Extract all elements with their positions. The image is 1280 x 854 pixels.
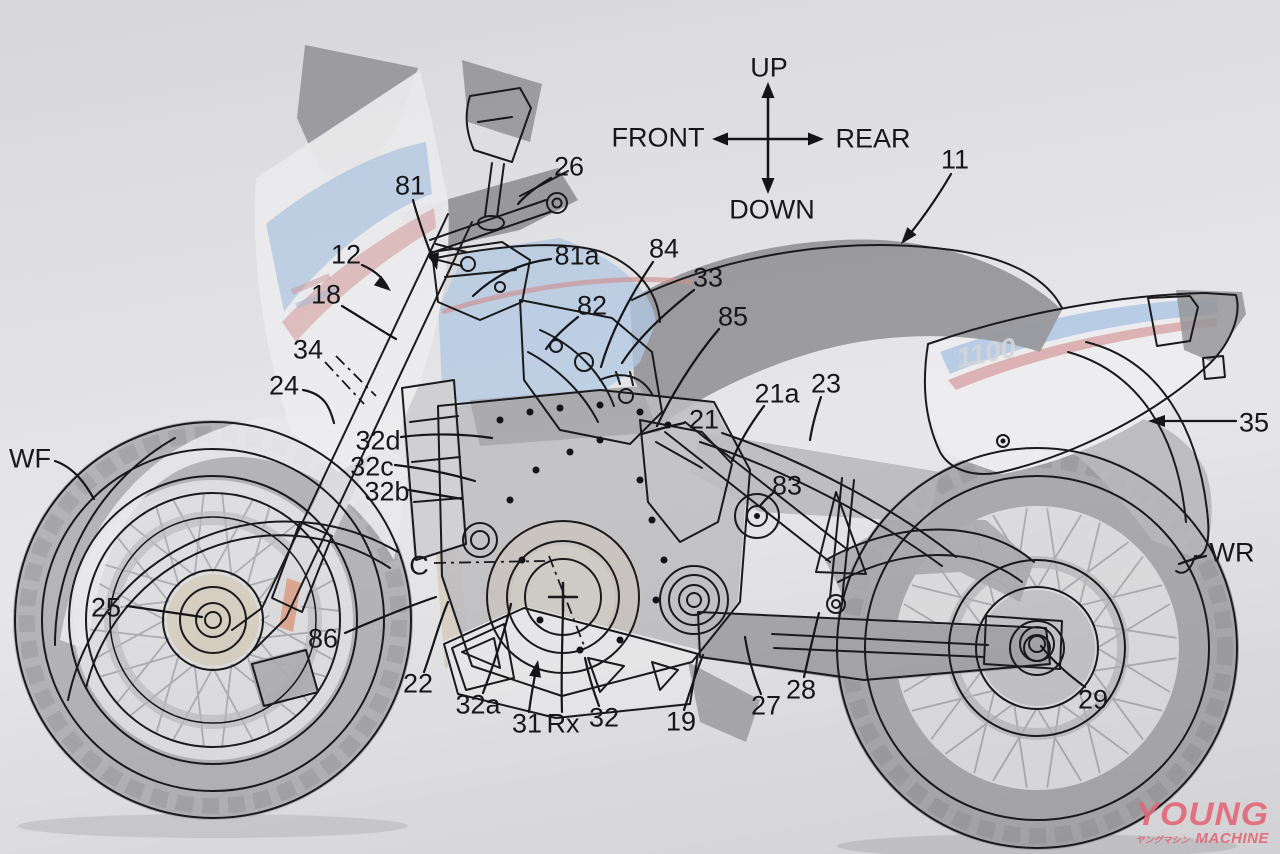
africa-twin-logo-graphic2 <box>294 287 338 309</box>
side-stand <box>688 662 760 742</box>
centerlines <box>324 355 586 649</box>
mirror-shadow <box>462 60 542 142</box>
fuel-tank-shroud <box>436 238 656 420</box>
logo-machine-text: MACHINE <box>1195 830 1269 847</box>
tail-section <box>1176 290 1246 362</box>
front-fender <box>60 415 408 650</box>
brake-caliper <box>250 648 318 706</box>
fairing-red-stripe <box>282 208 436 342</box>
front-fairing <box>254 70 449 472</box>
compass-down-arrow <box>761 178 775 194</box>
crank-centerline-diagonal <box>548 555 586 649</box>
swingarm <box>694 612 1050 682</box>
young-machine-logo: YOUNG ヤングマシン MACHINE <box>1135 796 1269 847</box>
rear-fender <box>1058 413 1212 560</box>
line-art-layer <box>14 87 1239 849</box>
rear-cowl-red-stripe <box>948 318 1218 390</box>
rear-cowl-blue-stripe <box>940 298 1219 374</box>
logo-subrow: ヤングマシン MACHINE <box>1135 830 1269 847</box>
tank-red-stripe <box>441 277 693 315</box>
front-wheel-shadow <box>18 814 408 838</box>
logo-katakana-text: ヤングマシン <box>1135 835 1190 845</box>
compass-rear-arrow <box>808 132 824 146</box>
logo-young-text: YOUNG <box>1135 796 1269 833</box>
fork-axis-dashes <box>324 355 377 405</box>
seat <box>630 239 1062 426</box>
compass-front-arrow <box>712 132 728 146</box>
compass-up-arrow <box>761 82 775 98</box>
leader-lines <box>53 172 1238 714</box>
leader-arrowheads <box>373 227 1165 678</box>
orientation-compass <box>712 82 824 194</box>
fairing-blue-panel <box>266 142 432 312</box>
underseat-frame <box>690 432 940 522</box>
crank-centerline-horizontal <box>433 560 546 564</box>
africa-twin-logo-graphic <box>290 273 332 295</box>
